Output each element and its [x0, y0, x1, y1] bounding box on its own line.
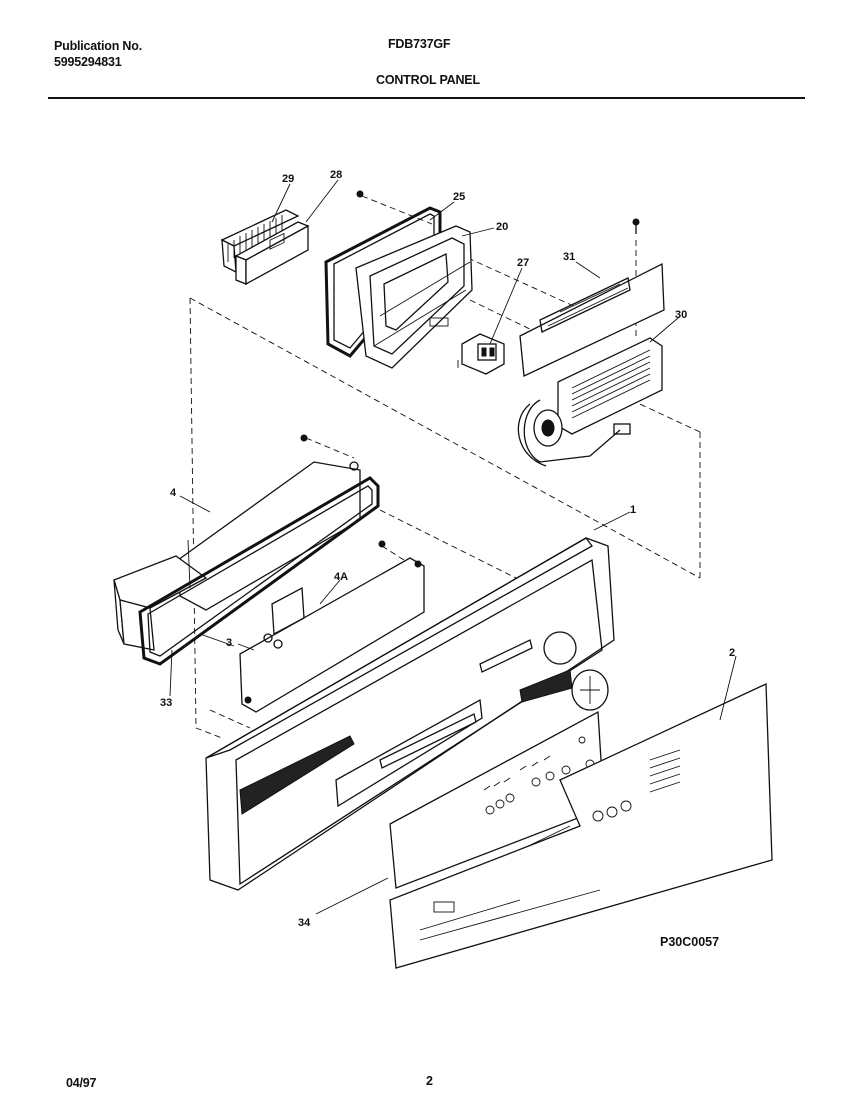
callout-20: 20 — [496, 221, 508, 233]
fasteners — [300, 190, 640, 548]
callout-28: 28 — [330, 169, 342, 181]
callout-3: 3 — [226, 637, 232, 649]
part-27-switch — [457, 333, 505, 375]
part-31-bracket — [519, 262, 665, 377]
callout-4: 4 — [170, 487, 177, 499]
publication-label: Publication No. — [54, 39, 142, 53]
callout-30: 30 — [675, 309, 687, 321]
part-30-blower — [517, 337, 663, 467]
callout-2: 2 — [729, 647, 735, 659]
footer-date: 04/97 — [66, 1076, 97, 1090]
callout-27: 27 — [517, 257, 529, 269]
part-20-housing — [355, 225, 473, 369]
page-number: 2 — [426, 1074, 433, 1088]
part-3-board — [199, 557, 425, 713]
part-33-gasket — [138, 476, 380, 666]
part-2-panel-overlay — [389, 682, 773, 969]
callout-29: 29 — [282, 173, 294, 185]
callout-4a: 4A — [334, 571, 348, 583]
callout-1: 1 — [630, 504, 636, 516]
callout-33: 33 — [160, 697, 172, 709]
callout-34: 34 — [298, 917, 311, 929]
publication-number: 5995294831 — [54, 55, 122, 69]
model-number: FDB737GF — [388, 37, 451, 51]
diagram-code: P30C0057 — [660, 935, 719, 949]
part-1-console — [205, 537, 615, 891]
section-title: CONTROL PANEL — [376, 73, 480, 87]
callout-31: 31 — [563, 251, 575, 263]
part-28-touch-plate — [234, 221, 310, 286]
leader-lines — [169, 179, 737, 915]
callout-25: 25 — [453, 191, 465, 203]
header-rule — [48, 97, 805, 99]
part-29-circuit-board — [220, 209, 300, 274]
